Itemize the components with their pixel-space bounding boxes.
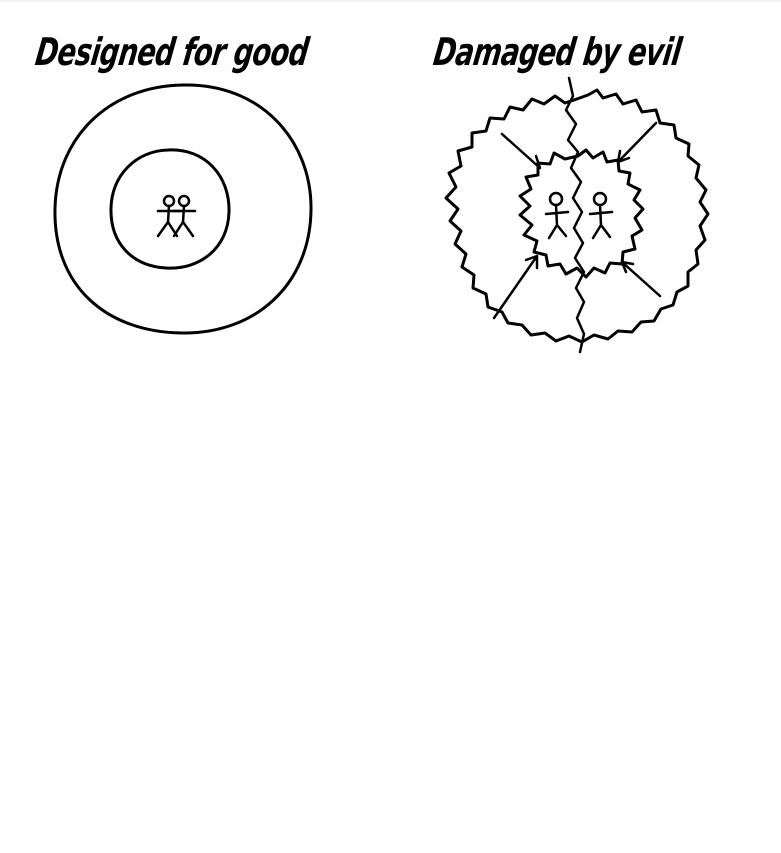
evil-figure-right-head xyxy=(594,193,606,205)
evil-diagram xyxy=(446,78,708,352)
evil-arrow-bottom-left xyxy=(494,256,537,318)
good-diagram xyxy=(55,85,311,333)
evil-arrow-bottom-right xyxy=(622,262,660,296)
evil-figure-right-body xyxy=(590,205,612,238)
evil-crack-line xyxy=(566,78,584,352)
good-figure-right-body xyxy=(173,206,195,236)
evil-arrow-top-right xyxy=(618,123,656,162)
evil-figure-left-head xyxy=(550,193,562,205)
good-couple-figures xyxy=(158,196,195,236)
evil-arrow-top-left xyxy=(502,134,540,168)
good-figure-left-head xyxy=(164,196,174,206)
good-figure-right-head xyxy=(179,196,189,206)
evil-outer-jagged-circle xyxy=(446,90,708,342)
evil-figure-left-body xyxy=(546,205,568,238)
